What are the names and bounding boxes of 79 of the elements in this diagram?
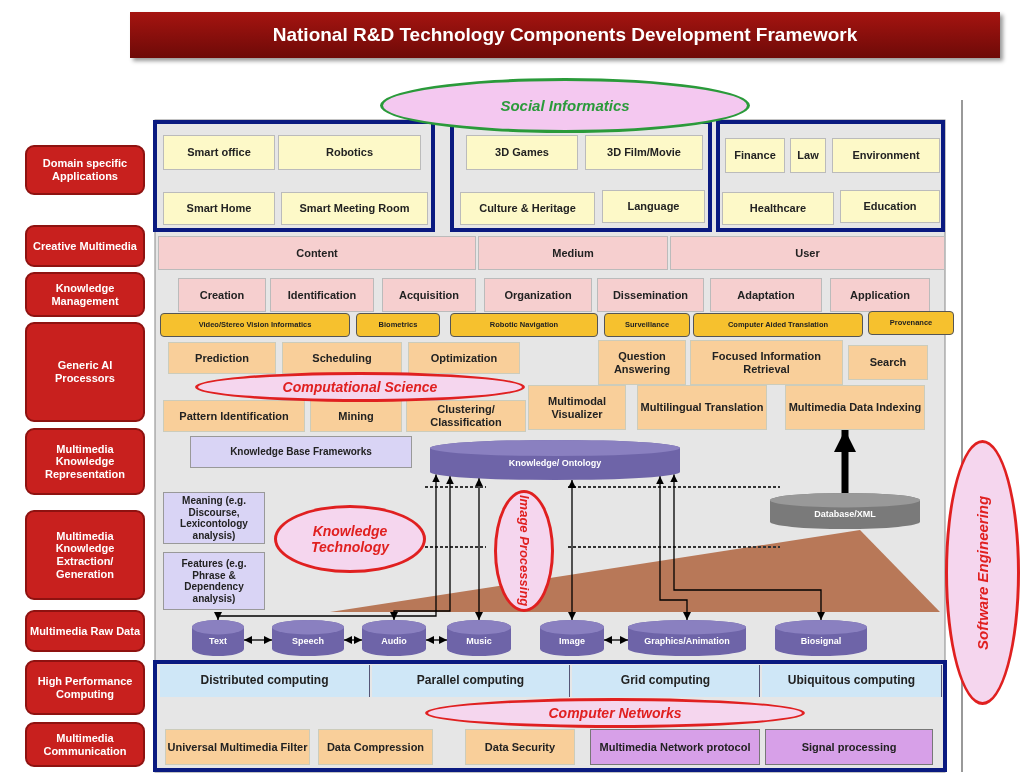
data-cylinder: Image: [540, 620, 604, 656]
process-box: Prediction: [168, 342, 276, 374]
arrow: [568, 479, 576, 621]
data-cylinder: Biosignal: [775, 620, 867, 656]
layer-label: Multimedia Raw Data: [25, 610, 145, 652]
computing-box: Ubiquitous computing: [762, 665, 942, 697]
application-box: Healthcare: [722, 192, 834, 225]
data-cylinder: Knowledge/ Ontology: [430, 440, 680, 480]
computing-box: Grid computing: [572, 665, 760, 697]
application-box: 3D Film/Movie: [585, 135, 703, 170]
process-box: User: [670, 236, 945, 270]
process-box: Multimedia Network protocol: [590, 729, 760, 765]
layer-label: Generic AI Processors: [25, 322, 145, 422]
layer-label: Multimedia Knowledge Representation: [25, 428, 145, 495]
layer-label: Multimedia Knowledge Extraction/ Generation: [25, 510, 145, 600]
application-box: Smart Meeting Room: [281, 192, 428, 225]
application-box: Law: [790, 138, 826, 173]
process-box: Application: [830, 278, 930, 312]
application-box: Finance: [725, 138, 785, 173]
arrow: [475, 477, 483, 621]
arrow: [390, 475, 454, 621]
process-box: Acquisition: [382, 278, 476, 312]
arrow: [214, 473, 440, 621]
layer-label: Multimedia Communication: [25, 722, 145, 767]
application-box: Smart office: [163, 135, 275, 170]
title-banner: National R&D Technology Components Development Framework: [130, 12, 1000, 58]
computing-box: Parallel computing: [372, 665, 570, 697]
process-box: Organization: [484, 278, 592, 312]
arrow: [603, 636, 629, 644]
data-cylinder: Speech: [272, 620, 344, 656]
data-cylinder: Audio: [362, 620, 426, 656]
process-box: Data Compression: [318, 729, 433, 765]
process-box: Clustering/ Classification: [406, 400, 526, 432]
process-box: Universal Multimedia Filter: [165, 729, 310, 765]
layer-label: Domain specific Applications: [25, 145, 145, 195]
data-cylinder: Text: [192, 620, 244, 656]
data-cylinder: Music: [447, 620, 511, 656]
arrow: [656, 475, 691, 621]
process-box: Medium: [478, 236, 668, 270]
application-box: Culture & Heritage: [460, 192, 595, 225]
layer-label: Knowledge Management: [25, 272, 145, 317]
process-box: Dissemination: [597, 278, 704, 312]
thick-arrow: [834, 430, 856, 493]
topic-ellipse: Social Informatics: [380, 78, 750, 133]
representation-box: Meaning (e.g. Discourse, Lexicontology analysis): [163, 492, 265, 544]
layer-label: High Performance Computing: [25, 660, 145, 715]
application-box: 3D Games: [466, 135, 578, 170]
arrow: [343, 636, 363, 644]
process-box: Pattern Identification: [163, 400, 305, 432]
data-cylinder: Database/XML: [770, 493, 920, 529]
process-box: Multimedia Data Indexing: [785, 385, 925, 430]
process-box: Identification: [270, 278, 374, 312]
computing-box: Distributed computing: [160, 665, 370, 697]
process-box: Search: [848, 345, 928, 380]
process-box: Content: [158, 236, 476, 270]
arrow: [670, 473, 825, 621]
process-box: Data Security: [465, 729, 575, 765]
data-cylinder: Graphics/Animation: [628, 620, 746, 656]
process-box: Optimization: [408, 342, 520, 374]
representation-box: Knowledge Base Frameworks: [190, 436, 412, 468]
process-box: Multimodal Visualizer: [528, 385, 626, 430]
process-box: Creation: [178, 278, 266, 312]
arrow: [425, 636, 448, 644]
process-box: Mining: [310, 400, 402, 432]
application-box: Smart Home: [163, 192, 275, 225]
application-box: Environment: [832, 138, 940, 173]
topic-ellipse: Software Engineering: [945, 440, 1020, 705]
application-box: Education: [840, 190, 940, 223]
representation-box: Features (e.g. Phrase & Dependency analysis): [163, 552, 265, 610]
process-box: Signal processing: [765, 729, 933, 765]
process-box: Focused Information Retrieval: [690, 340, 843, 385]
application-box: Robotics: [278, 135, 421, 170]
process-box: Question Answering: [598, 340, 686, 385]
application-box: Language: [602, 190, 705, 223]
process-box: Multilingual Translation: [637, 385, 767, 430]
arrow: [243, 636, 273, 644]
process-box: Adaptation: [710, 278, 822, 312]
layer-label: Creative Multimedia: [25, 225, 145, 267]
process-box: Scheduling: [282, 342, 402, 374]
